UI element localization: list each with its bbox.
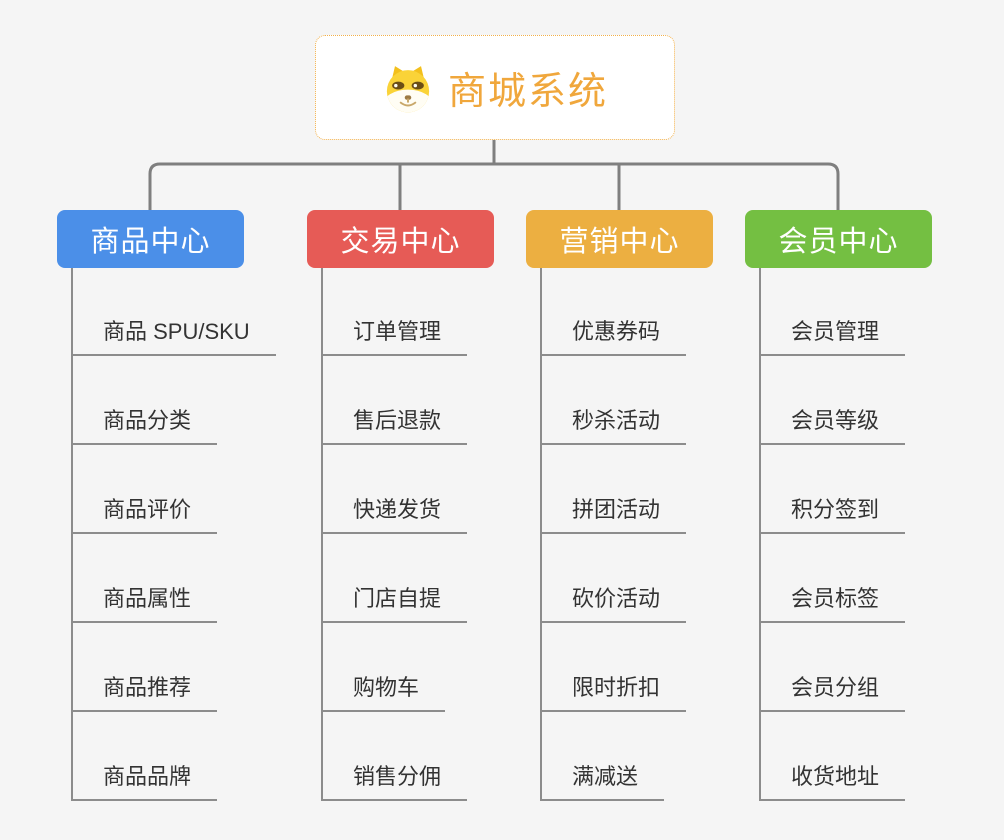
leaf-node[interactable]: 会员等级	[759, 408, 906, 445]
branch-header-product-center[interactable]: 商品中心	[57, 210, 244, 268]
branch-header-marketing-center[interactable]: 营销中心	[526, 210, 713, 268]
root-title: 商城系统	[447, 71, 608, 113]
leaf-node[interactable]: 会员管理	[759, 319, 906, 356]
spine-line	[71, 268, 73, 801]
spine-line	[759, 268, 761, 801]
root-node[interactable]: 商城系统	[315, 35, 675, 140]
leaf-node[interactable]: 商品 SPU/SKU	[71, 319, 276, 356]
leaf-node[interactable]: 商品评价	[71, 497, 218, 534]
dog-face-icon	[382, 62, 434, 114]
leaf-node[interactable]: 商品分类	[71, 408, 218, 445]
leaf-node[interactable]: 商品推荐	[71, 675, 218, 712]
leaf-node[interactable]: 销售分佣	[321, 764, 468, 801]
branch-rail-line	[148, 162, 840, 210]
leaf-node[interactable]: 会员分组	[759, 675, 906, 712]
branch-header-trade-center[interactable]: 交易中心	[307, 210, 494, 268]
leaf-node[interactable]: 收货地址	[759, 764, 906, 801]
leaf-node[interactable]: 订单管理	[321, 319, 468, 356]
spine-line	[540, 268, 542, 801]
leaf-node[interactable]: 拼团活动	[540, 497, 687, 534]
leaf-node[interactable]: 优惠券码	[540, 319, 687, 356]
leaf-node[interactable]: 快递发货	[321, 497, 468, 534]
leaf-node[interactable]: 限时折扣	[540, 675, 687, 712]
leaf-node[interactable]: 会员标签	[759, 586, 906, 623]
leaf-node[interactable]: 积分签到	[759, 497, 906, 534]
leaf-node[interactable]: 商品品牌	[71, 764, 218, 801]
leaf-node[interactable]: 购物车	[321, 675, 446, 712]
leaf-node[interactable]: 砍价活动	[540, 586, 687, 623]
branch-header-member-center[interactable]: 会员中心	[745, 210, 932, 268]
leaf-node[interactable]: 满减送	[540, 764, 665, 801]
leaf-node[interactable]: 门店自提	[321, 586, 468, 623]
spine-line	[321, 268, 323, 801]
leaf-node[interactable]: 秒杀活动	[540, 408, 687, 445]
leaf-node[interactable]: 商品属性	[71, 586, 218, 623]
leaf-node[interactable]: 售后退款	[321, 408, 468, 445]
